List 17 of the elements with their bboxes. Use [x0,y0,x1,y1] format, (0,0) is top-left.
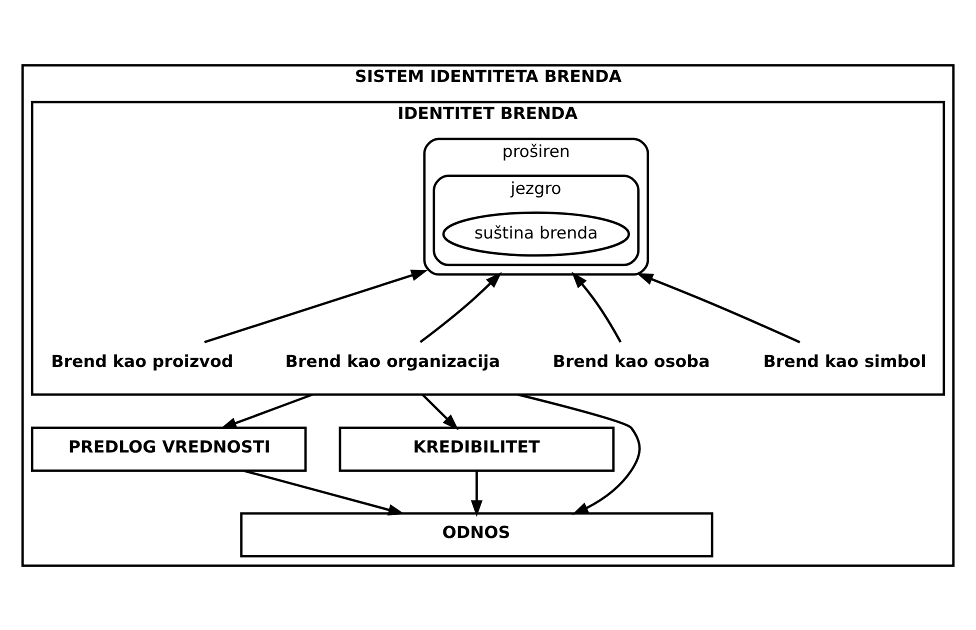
arrow [220,392,313,429]
node-ellipse: suština brenda [442,210,630,256]
arrow [518,392,641,514]
arrow [204,269,428,343]
node-text: Brend kao organizacija [285,351,500,370]
node-text: Brend kao simbol [763,351,926,370]
node-box: KREDIBILITET [338,426,615,472]
node-text: Brend kao osoba [552,351,710,370]
node-box: ODNOS [240,512,714,557]
arrow [243,469,405,516]
arrow [572,271,622,342]
arrow [422,393,459,430]
node-text: Brend kao proizvod [51,351,234,370]
arrow [420,271,502,342]
arrow [636,272,800,343]
arrow [470,470,483,516]
node-box: PREDLOG VREDNOSTI [30,426,307,472]
